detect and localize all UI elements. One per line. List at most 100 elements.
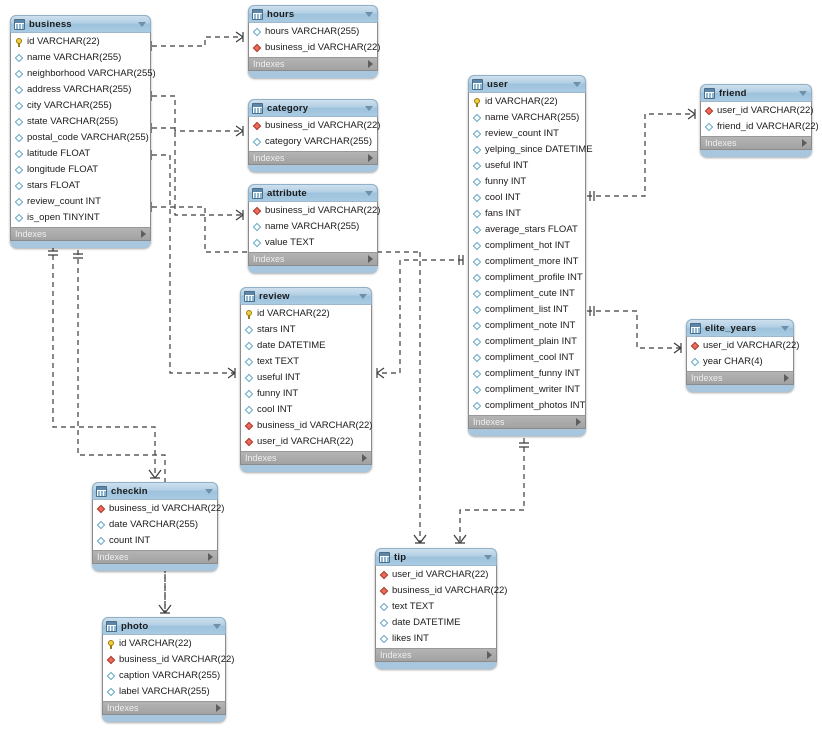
triangle-right-icon[interactable] (216, 704, 221, 712)
column-row[interactable]: label VARCHAR(255) (103, 684, 225, 700)
triangle-right-icon[interactable] (784, 374, 789, 382)
column-row[interactable]: caption VARCHAR(255) (103, 668, 225, 684)
table-header-user[interactable]: user (468, 75, 586, 92)
triangle-right-icon[interactable] (368, 60, 373, 68)
indexes-section-category[interactable]: Indexes (248, 151, 378, 165)
column-row[interactable]: compliment_photos INT (469, 398, 585, 414)
table-header-business[interactable]: business (10, 15, 151, 32)
triangle-right-icon[interactable] (576, 418, 581, 426)
column-row[interactable]: useful INT (241, 370, 371, 386)
column-row[interactable]: fans INT (469, 206, 585, 222)
table-header-review[interactable]: review (240, 287, 372, 304)
column-row[interactable]: category VARCHAR(255) (249, 134, 377, 150)
column-row[interactable]: compliment_cute INT (469, 286, 585, 302)
column-row[interactable]: neighborhood VARCHAR(255) (11, 66, 156, 82)
column-row[interactable]: user_id VARCHAR(22) (376, 567, 496, 583)
column-row[interactable]: text TEXT (376, 599, 496, 615)
column-row[interactable]: review_count INT (11, 194, 150, 210)
column-row[interactable]: business_id VARCHAR(22) (376, 583, 507, 599)
indexes-section-friend[interactable]: Indexes (700, 136, 812, 150)
column-row[interactable]: state VARCHAR(255) (11, 114, 150, 130)
column-row[interactable]: city VARCHAR(255) (11, 98, 150, 114)
table-header-checkin[interactable]: checkin (92, 482, 218, 499)
table-business[interactable]: business id VARCHAR(22)name VARCHAR(255)n… (10, 15, 156, 248)
column-row[interactable]: id VARCHAR(22) (11, 34, 150, 50)
table-header-photo[interactable]: photo (102, 617, 226, 634)
column-row[interactable]: value TEXT (249, 235, 377, 251)
indexes-section-user[interactable]: Indexes (468, 415, 586, 429)
triangle-right-icon[interactable] (208, 553, 213, 561)
column-row[interactable]: count INT (93, 533, 217, 549)
column-row[interactable]: review_count INT (469, 126, 585, 142)
chevron-down-icon[interactable] (781, 325, 789, 331)
column-row[interactable]: longitude FLOAT (11, 162, 150, 178)
column-row[interactable]: user_id VARCHAR(22) (687, 338, 799, 354)
indexes-section-photo[interactable]: Indexes (102, 701, 226, 715)
column-row[interactable]: name VARCHAR(255) (249, 219, 377, 235)
triangle-right-icon[interactable] (362, 454, 367, 462)
column-row[interactable]: compliment_list INT (469, 302, 585, 318)
chevron-down-icon[interactable] (359, 293, 367, 299)
triangle-right-icon[interactable] (368, 255, 373, 263)
indexes-section-business[interactable]: Indexes (10, 227, 151, 241)
indexes-section-tip[interactable]: Indexes (375, 648, 497, 662)
column-row[interactable]: business_id VARCHAR(22) (93, 501, 224, 517)
column-row[interactable]: year CHAR(4) (687, 354, 793, 370)
chevron-down-icon[interactable] (799, 90, 807, 96)
column-row[interactable]: name VARCHAR(255) (11, 50, 150, 66)
column-row[interactable]: latitude FLOAT (11, 146, 150, 162)
column-row[interactable]: average_stars FLOAT (469, 222, 585, 238)
table-header-attribute[interactable]: attribute (248, 184, 378, 201)
column-row[interactable]: compliment_writer INT (469, 382, 585, 398)
column-row[interactable]: compliment_profile INT (469, 270, 585, 286)
chevron-down-icon[interactable] (365, 190, 373, 196)
column-row[interactable]: text TEXT (241, 354, 371, 370)
triangle-right-icon[interactable] (487, 651, 492, 659)
column-row[interactable]: business_id VARCHAR(22) (103, 652, 234, 668)
column-row[interactable]: compliment_plain INT (469, 334, 585, 350)
column-row[interactable]: likes INT (376, 631, 496, 647)
column-row[interactable]: useful INT (469, 158, 585, 174)
column-row[interactable]: business_id VARCHAR(22) (249, 118, 380, 134)
column-row[interactable]: date DATETIME (241, 338, 371, 354)
column-row[interactable]: id VARCHAR(22) (469, 94, 585, 110)
column-row[interactable]: compliment_hot INT (469, 238, 585, 254)
column-row[interactable]: hours VARCHAR(255) (249, 24, 377, 40)
column-row[interactable]: date VARCHAR(255) (93, 517, 217, 533)
column-row[interactable]: funny INT (241, 386, 371, 402)
indexes-section-elite_years[interactable]: Indexes (686, 371, 794, 385)
column-row[interactable]: id VARCHAR(22) (241, 306, 371, 322)
column-row[interactable]: user_id VARCHAR(22) (701, 103, 813, 119)
column-row[interactable]: friend_id VARCHAR(22) (701, 119, 819, 135)
indexes-section-review[interactable]: Indexes (240, 451, 372, 465)
column-row[interactable]: yelping_since DATETIME (469, 142, 593, 158)
column-row[interactable]: postal_code VARCHAR(255) (11, 130, 150, 146)
column-row[interactable]: cool INT (469, 190, 585, 206)
column-row[interactable]: stars FLOAT (11, 178, 150, 194)
table-header-elite_years[interactable]: elite_years (686, 319, 794, 336)
table-header-category[interactable]: category (248, 99, 378, 116)
chevron-down-icon[interactable] (484, 554, 492, 560)
column-row[interactable]: address VARCHAR(255) (11, 82, 150, 98)
chevron-down-icon[interactable] (213, 623, 221, 629)
column-row[interactable]: date DATETIME (376, 615, 496, 631)
column-row[interactable]: business_id VARCHAR(22) (249, 40, 380, 56)
column-row[interactable]: compliment_note INT (469, 318, 585, 334)
indexes-section-hours[interactable]: Indexes (248, 57, 378, 71)
column-row[interactable]: name VARCHAR(255) (469, 110, 585, 126)
chevron-down-icon[interactable] (365, 105, 373, 111)
table-user[interactable]: user id VARCHAR(22)name VARCHAR(255)revie… (468, 75, 593, 436)
chevron-down-icon[interactable] (205, 488, 213, 494)
table-hours[interactable]: hours hours VARCHAR(255)business_id VARCH… (248, 5, 380, 78)
indexes-section-checkin[interactable]: Indexes (92, 550, 218, 564)
table-category[interactable]: category business_id VARCHAR(22)category … (248, 99, 380, 172)
chevron-down-icon[interactable] (365, 11, 373, 17)
table-header-hours[interactable]: hours (248, 5, 378, 22)
column-row[interactable]: funny INT (469, 174, 585, 190)
